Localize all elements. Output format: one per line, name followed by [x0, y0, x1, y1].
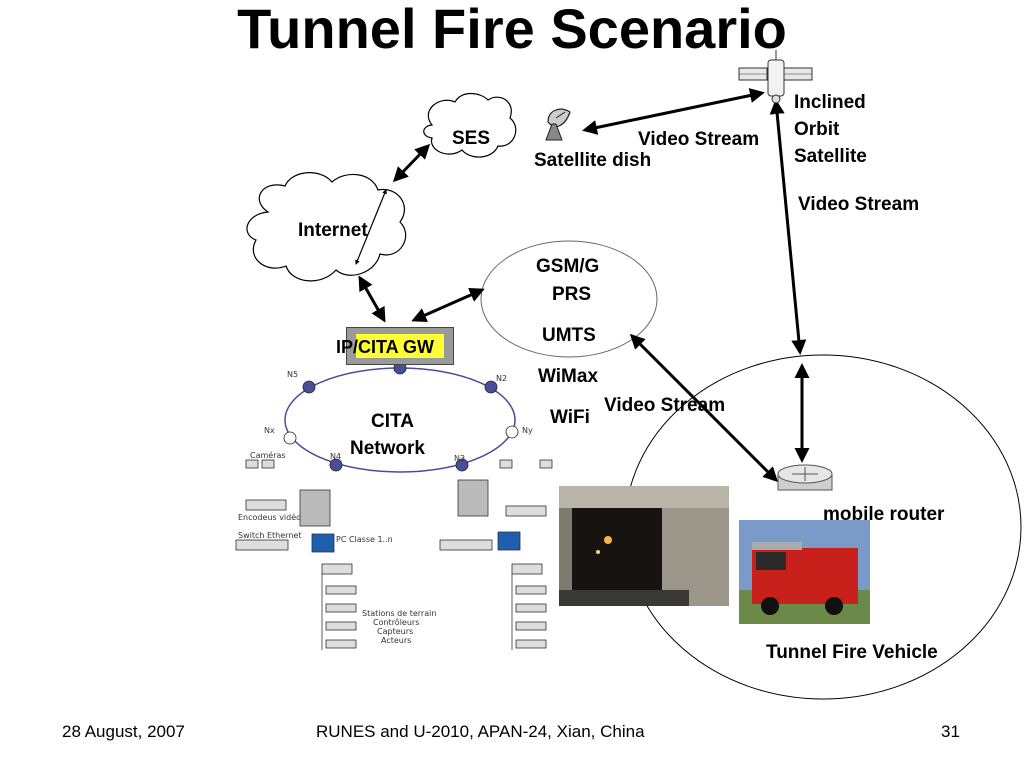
- fire-truck-photo: [739, 520, 870, 624]
- inclined-orbit-label-2: Orbit: [794, 119, 840, 140]
- arrow-internet-ses: [392, 143, 431, 183]
- stations-label-1: Stations de terrain: [362, 609, 437, 618]
- cameras-label: Caméras: [250, 451, 286, 460]
- node-n3-label: N3: [454, 454, 466, 463]
- ses-label: SES: [452, 128, 491, 149]
- arrow-satellite-down: [769, 99, 807, 355]
- tunnel-photo: [559, 486, 729, 606]
- pc-label: PC Classe 1..n: [336, 535, 393, 544]
- left-site-equipment: [235, 459, 357, 650]
- satellite-icon: [738, 50, 813, 104]
- arrow-wireless-router: [629, 333, 779, 483]
- stations-label-3: Capteurs: [377, 627, 414, 636]
- node-n2-label: N2: [496, 374, 508, 383]
- node-n5-label: N5: [287, 370, 299, 379]
- encodeurs-label: Encodeus vidéo: [238, 513, 302, 522]
- internet-label: Internet: [298, 220, 368, 241]
- arrow-dish-satellite: [582, 88, 765, 135]
- footer-event: RUNES and U-2010, APAN-24, Xian, China: [316, 722, 645, 741]
- node-n4-label: N4: [330, 452, 342, 461]
- video-stream-top-label: Video Stream: [638, 129, 760, 150]
- arrow-internet-inner: [355, 189, 387, 265]
- footer-date: 28 August, 2007: [62, 722, 185, 741]
- wifi-label: WiFi: [550, 407, 590, 428]
- switch-label: Switch Ethernet: [238, 531, 302, 540]
- slide-title: Tunnel Fire Scenario: [237, 0, 787, 60]
- ip-cita-gw-label: IP/CITA GW: [336, 337, 434, 357]
- stations-label-2: Contrôleurs: [373, 618, 420, 627]
- satellite-dish-icon: [545, 108, 571, 141]
- node-ny-label: Ny: [522, 426, 533, 435]
- right-site-equipment: [439, 459, 553, 650]
- video-stream-mid-label: Video Stream: [604, 395, 726, 416]
- cita-network-ring: [283, 361, 519, 473]
- mobile-router-icon: [777, 464, 833, 491]
- tunnel-fire-vehicle-label: Tunnel Fire Vehicle: [766, 642, 938, 663]
- cita-network-label-2: Network: [350, 438, 425, 459]
- umts-label: UMTS: [542, 325, 596, 346]
- arrow-gw-wireless: [411, 287, 485, 323]
- footer-page-number: 31: [941, 722, 960, 741]
- inclined-orbit-label-3: Satellite: [794, 146, 867, 167]
- node-nx-label: Nx: [264, 426, 275, 435]
- arrow-internet-gw: [358, 275, 386, 323]
- ses-cloud: [423, 92, 517, 158]
- gateway-highlight: [356, 334, 444, 358]
- video-stream-right-label: Video Stream: [798, 194, 920, 215]
- gsm-label-1: GSM/G: [536, 256, 600, 277]
- stations-label-4: Acteurs: [381, 636, 412, 645]
- cita-network-label-1: CITA: [371, 411, 414, 432]
- gsm-label-2: PRS: [552, 284, 592, 305]
- wimax-label: WiMax: [538, 366, 599, 387]
- inclined-orbit-label-1: Inclined: [794, 92, 866, 113]
- mobile-router-label: mobile router: [823, 504, 945, 525]
- satellite-dish-label: Satellite dish: [534, 150, 652, 171]
